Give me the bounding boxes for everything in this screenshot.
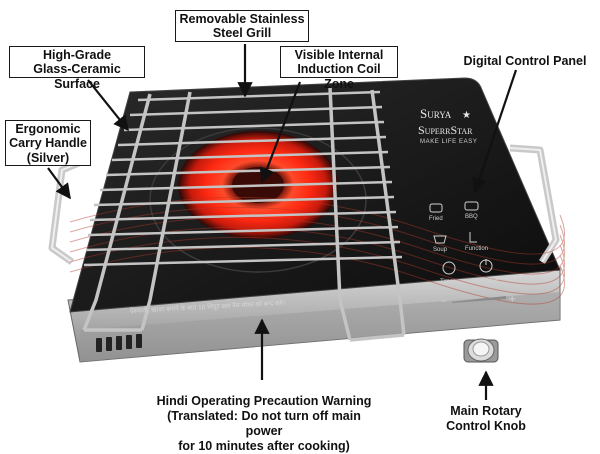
brand-star: ★: [462, 110, 471, 121]
grill-icon: [464, 201, 479, 211]
fried-label: Fried: [429, 216, 443, 222]
bbq-button[interactable]: BBQ: [464, 201, 479, 220]
soup-button[interactable]: Soup: [433, 235, 448, 253]
rotary-control-knob[interactable]: [463, 338, 499, 363]
callout-warning: Hindi Operating Precaution Warning (Tran…: [150, 394, 378, 453]
callout-knob-text: Main Rotary Control Knob: [446, 404, 526, 433]
hand-icon: [469, 232, 477, 243]
brand-tagline: MAKE LIFE EASY: [420, 139, 477, 145]
slider-minus: −: [440, 297, 448, 307]
callout-panel: Digital Control Panel: [455, 54, 595, 70]
digital-control-panel: Fried BBQ Soup Function Timer ON/OFF − +: [429, 201, 516, 307]
soup-label: Soup: [433, 247, 448, 253]
power-button[interactable]: ON/OFF: [476, 259, 499, 284]
power-label: ON/OFF: [476, 278, 499, 284]
timer-label: Timer: [440, 279, 455, 285]
callout-handle: Ergonomic Carry Handle (Silver): [5, 120, 91, 166]
timer-button[interactable]: Timer: [440, 261, 456, 285]
callout-handle-text: Ergonomic Carry Handle (Silver): [9, 122, 87, 165]
coil-arrow: [259, 81, 302, 184]
callout-grill-text: Removable Stainless Steel Grill: [179, 12, 305, 41]
callout-coil-text: Visible Internal Induction Coil Zone: [294, 48, 384, 91]
fried-button[interactable]: Fried: [429, 203, 443, 222]
soup-pot-icon: [433, 235, 447, 244]
carry-handle-right: [509, 144, 560, 264]
callout-panel-text: Digital Control Panel: [463, 54, 587, 68]
function-button[interactable]: Function: [465, 232, 488, 252]
fried-icon: [429, 203, 443, 213]
callout-grill: Removable Stainless Steel Grill: [175, 10, 309, 42]
clock-icon: [442, 261, 456, 275]
callout-warning-text: Hindi Operating Precaution Warning (Tran…: [156, 394, 372, 453]
side-vents: [96, 334, 142, 352]
power-level-slider[interactable]: − +: [440, 294, 516, 307]
function-label: Function: [465, 246, 488, 252]
callout-arrows: [47, 44, 518, 400]
panel-arrow: [472, 69, 518, 194]
brand-name: Surya: [420, 106, 452, 121]
glass-arrow: [87, 79, 129, 132]
stainless-steel-grill: [82, 87, 406, 342]
slider-plus: +: [508, 294, 516, 305]
brand-model: SuperrStar: [418, 123, 473, 137]
carry-handle-left: [48, 156, 88, 265]
brand-logo: Surya ★ SuperrStar MAKE LIFE EASY: [418, 106, 477, 145]
callout-knob: Main Rotary Control Knob: [438, 404, 534, 438]
callout-glass: High-Grade Glass-Ceramic Surface: [9, 46, 145, 91]
callout-coil: Visible Internal Induction Coil Zone: [280, 46, 398, 91]
bbq-label: BBQ: [465, 214, 478, 220]
callout-glass-text: High-Grade Glass-Ceramic Surface: [33, 48, 121, 91]
handle-arrow: [47, 167, 71, 200]
